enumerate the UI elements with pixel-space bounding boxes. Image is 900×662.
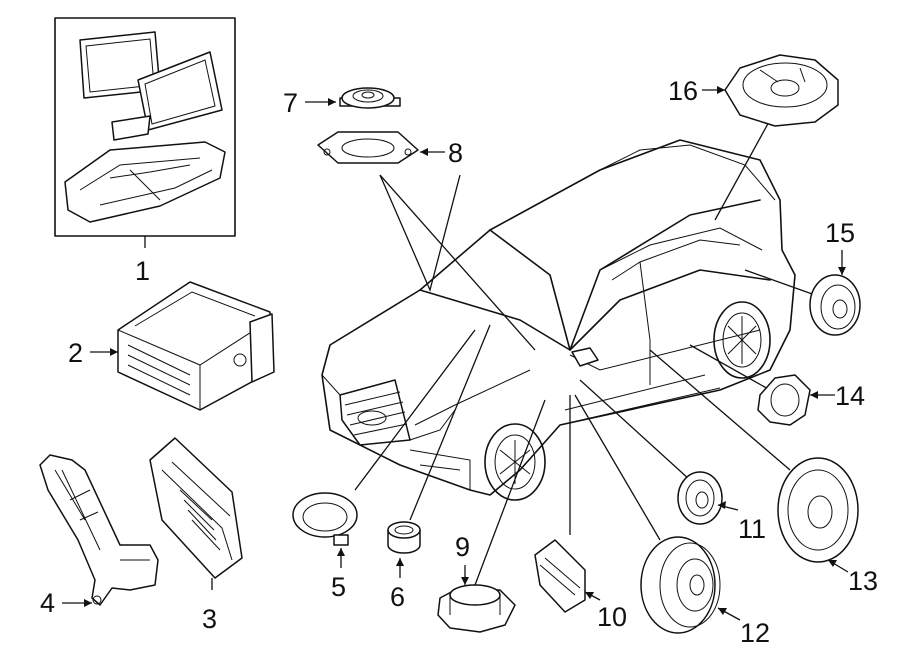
callout-2: 2 — [68, 338, 83, 368]
callout-6: 6 — [390, 582, 405, 612]
part-10-module — [534, 539, 586, 613]
callout-16: 16 — [668, 76, 698, 106]
vehicle-suv — [321, 139, 796, 501]
part-4-bracket — [39, 454, 159, 606]
part-5-speaker — [292, 492, 358, 546]
callout-13: 13 — [848, 566, 878, 596]
part-3-control-module — [149, 437, 243, 590]
part-11-speaker — [677, 471, 723, 525]
part-7-tweeter — [339, 87, 401, 109]
part-14-bracket — [757, 374, 811, 426]
part-16-subwoofer — [724, 54, 839, 127]
callout-1: 1 — [135, 256, 150, 286]
part-6-ring — [387, 521, 421, 554]
callout-labels: 1 2 3 4 5 6 7 8 9 10 11 12 13 14 15 16 — [40, 76, 878, 648]
callout-9: 9 — [455, 532, 470, 562]
part-15-speaker — [809, 274, 861, 336]
part-8-bracket — [317, 131, 419, 164]
callout-8: 8 — [448, 138, 463, 168]
callout-7: 7 — [283, 88, 298, 118]
callout-10: 10 — [597, 602, 627, 632]
part-13-woofer — [777, 457, 859, 563]
part-2-radio-unit — [117, 281, 275, 411]
callout-5: 5 — [331, 572, 346, 602]
part-9-speaker — [437, 584, 516, 633]
callout-arrows — [62, 86, 849, 621]
callout-11: 11 — [738, 514, 766, 544]
callout-12: 12 — [740, 618, 770, 648]
callout-4: 4 — [40, 588, 55, 618]
callout-14: 14 — [835, 381, 865, 411]
leader-lines — [354, 119, 816, 586]
callout-15: 15 — [825, 218, 855, 248]
part-12-woofer — [640, 536, 721, 634]
part-1-display-assembly — [54, 17, 236, 248]
callout-3: 3 — [202, 604, 217, 634]
